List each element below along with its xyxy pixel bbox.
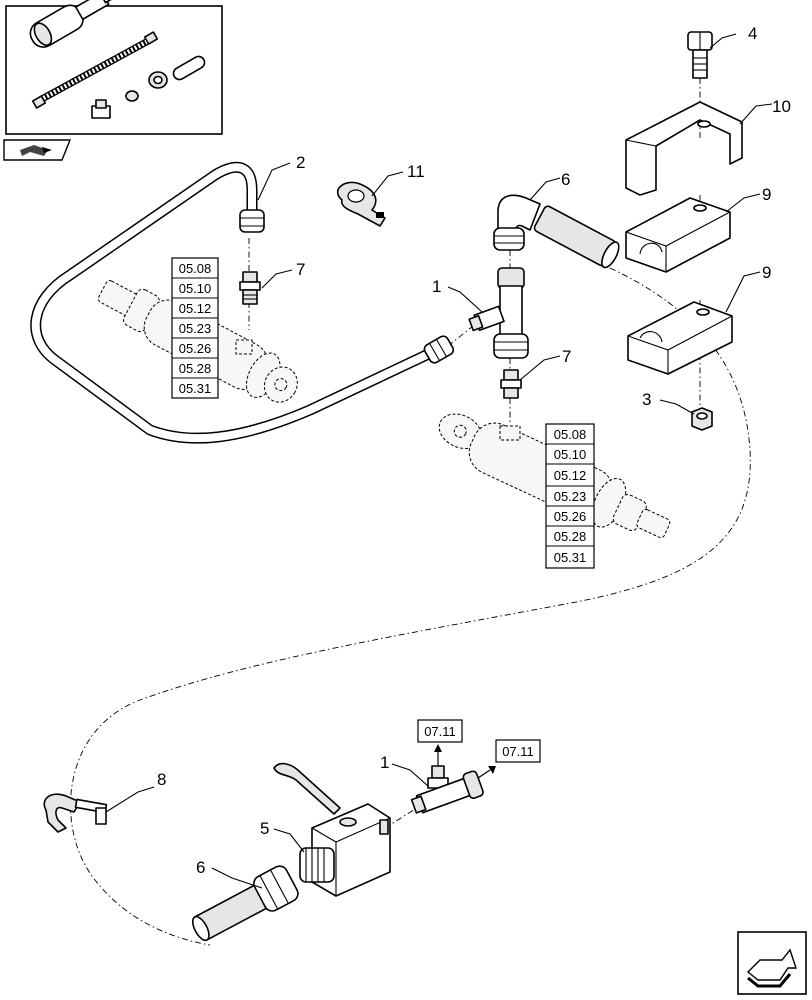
leader-lines xyxy=(105,33,773,889)
ref-right-2: 05.12 xyxy=(554,468,587,483)
ref-right-6: 05.31 xyxy=(554,550,587,565)
callout-5: 5 xyxy=(260,819,269,838)
ref-right-0: 05.08 xyxy=(554,427,587,442)
pipe-clip[interactable] xyxy=(336,181,386,227)
callout-10: 10 xyxy=(772,97,791,116)
ref-table-left: 05.08 05.10 05.12 05.23 05.26 05.28 05.3… xyxy=(171,257,219,399)
tee-fitting-top[interactable] xyxy=(468,267,529,359)
ref-left-2: 05.12 xyxy=(179,301,212,316)
callout-8: 8 xyxy=(157,770,166,789)
callout-7-lower: 7 xyxy=(562,347,571,366)
callout-3: 3 xyxy=(642,390,651,409)
callout-9-lower: 9 xyxy=(762,263,771,282)
hose-strap[interactable] xyxy=(43,793,108,833)
clamp-half-lower[interactable] xyxy=(627,301,733,375)
ref-table-right: 05.08 05.10 05.12 05.23 05.26 05.28 05.3… xyxy=(545,423,595,569)
callout-2: 2 xyxy=(296,153,305,172)
callout-6-upper: 6 xyxy=(561,170,570,189)
pipe-assembly[interactable] xyxy=(30,161,455,444)
next-page-arrow-icon[interactable] xyxy=(737,931,807,995)
callout-4: 4 xyxy=(748,24,757,43)
clamp-half-upper[interactable] xyxy=(625,197,731,273)
section-tag-icon xyxy=(3,139,72,161)
callout-7-upper: 7 xyxy=(296,260,305,279)
hose-end-fitting[interactable] xyxy=(187,863,301,948)
ref-left-0: 05.08 xyxy=(179,261,212,276)
callout-1-upper: 1 xyxy=(432,277,441,296)
nipple-fitting-right[interactable] xyxy=(500,369,522,399)
ref-arrow-up: 07.11 xyxy=(417,719,463,766)
callout-11: 11 xyxy=(407,162,425,181)
ref-left-5: 05.28 xyxy=(179,361,212,376)
assembly-overview-icon[interactable] xyxy=(5,0,223,135)
ref-left-4: 05.26 xyxy=(179,341,212,356)
ref-arrow-right: 07.11 xyxy=(477,739,541,779)
callout-6-lower: 6 xyxy=(196,858,205,877)
ref-arrow-right-label: 07.11 xyxy=(502,744,534,759)
ref-right-3: 05.23 xyxy=(554,489,587,504)
threaded-adapter[interactable] xyxy=(299,847,335,883)
ref-left-6: 05.31 xyxy=(179,381,212,396)
ref-right-4: 05.26 xyxy=(554,509,587,524)
ref-right-1: 05.10 xyxy=(554,447,587,462)
ref-arrow-up-label: 07.11 xyxy=(424,724,456,739)
callout-1-lower: 1 xyxy=(380,753,389,772)
ref-left-3: 05.23 xyxy=(179,321,212,336)
callout-9-upper: 9 xyxy=(762,185,771,204)
tee-fitting-bottom[interactable] xyxy=(410,765,485,819)
clamp-bracket[interactable] xyxy=(625,101,743,196)
nipple-fitting-left[interactable] xyxy=(239,271,261,305)
elbow-hose-fitting[interactable] xyxy=(493,194,622,270)
bolt[interactable] xyxy=(687,31,713,79)
ref-right-5: 05.28 xyxy=(554,529,587,544)
hex-nut[interactable] xyxy=(691,407,713,431)
ref-left-1: 05.10 xyxy=(179,281,212,296)
